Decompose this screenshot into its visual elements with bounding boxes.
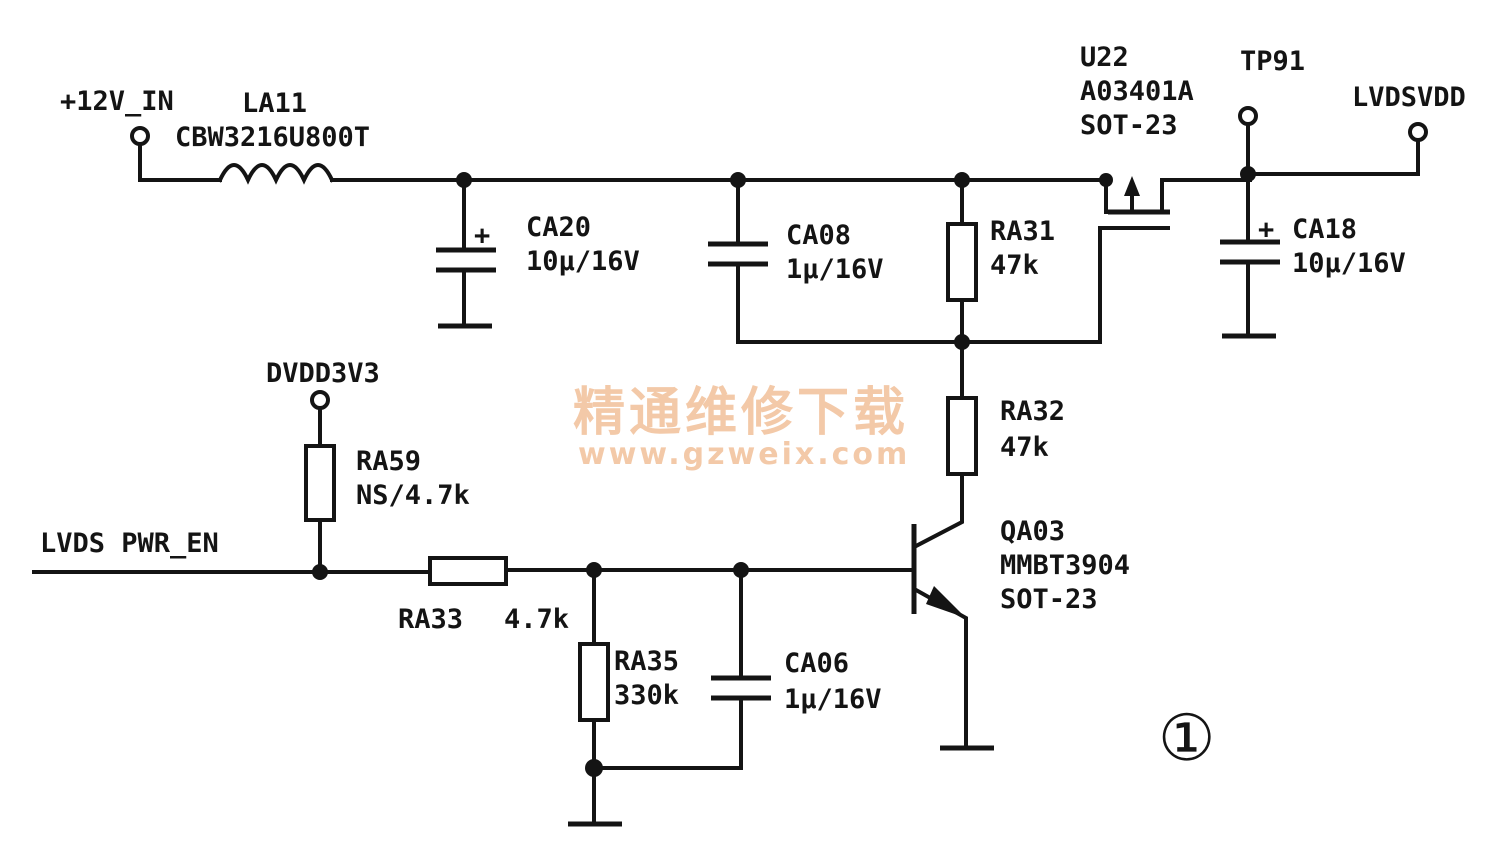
mosfet-u22: U22 A03401A SOT-23 bbox=[1080, 42, 1252, 215]
resistor-ra32: RA32 47k bbox=[913, 396, 1065, 549]
junction bbox=[312, 564, 328, 580]
u22-part: A03401A bbox=[1080, 76, 1194, 107]
terminal-12v-in bbox=[130, 126, 150, 146]
watermark-cn: 精通维修下载 bbox=[573, 382, 909, 443]
capacitor-ca08: CA08 1μ/16V bbox=[708, 178, 1170, 344]
mosfet-source bbox=[1104, 178, 1120, 214]
resistor-ra33: RA33 4.7k bbox=[398, 556, 916, 635]
resistor-body bbox=[946, 396, 978, 476]
ca08-ref: CA08 bbox=[786, 220, 851, 251]
ra32-value: 47k bbox=[1000, 432, 1049, 463]
resistor-body bbox=[946, 222, 978, 302]
figure-number: ① bbox=[1158, 702, 1215, 776]
wire bbox=[592, 696, 743, 770]
mosfet-drain bbox=[1160, 178, 1252, 214]
ra33-value: 4.7k bbox=[504, 604, 569, 635]
ra35-value: 330k bbox=[614, 680, 679, 711]
capacitor-ca06: CA06 1μ/16V bbox=[592, 568, 882, 770]
wire-ra32-collector bbox=[913, 472, 964, 549]
inductor-la11: LA11 CBW3216U800T bbox=[175, 88, 370, 185]
ra31-ref: RA31 bbox=[990, 216, 1055, 247]
qa03-ref: QA03 bbox=[1000, 516, 1065, 547]
net-lvds-pwr-en: LVDS PWR_EN bbox=[32, 528, 432, 580]
u22-ref: U22 bbox=[1080, 42, 1129, 73]
ca20-polarity: + bbox=[474, 220, 490, 251]
ca18-value: 10μ/16V bbox=[1292, 248, 1406, 279]
la11-value: CBW3216U800T bbox=[175, 122, 370, 153]
u22-package: SOT-23 bbox=[1080, 110, 1178, 141]
ca18-polarity: + bbox=[1258, 214, 1274, 245]
ca18-ref: CA18 bbox=[1292, 214, 1357, 245]
inductor-coil bbox=[217, 163, 335, 185]
watermark: 精通维修下载 www.gzweix.com bbox=[573, 382, 910, 472]
resistor-body bbox=[578, 642, 610, 722]
ca20-value: 10μ/16V bbox=[526, 246, 640, 277]
tp91-label: TP91 bbox=[1240, 46, 1305, 77]
terminal-tp91 bbox=[1238, 106, 1258, 126]
dvdd3v3-label: DVDD3V3 bbox=[266, 358, 380, 389]
resistor-ra35: RA35 330k bbox=[568, 568, 679, 827]
ra59-value: NS/4.7k bbox=[356, 480, 470, 511]
wire-12v-in bbox=[138, 142, 222, 182]
ca06-ref: CA06 bbox=[784, 648, 849, 679]
capacitor-ca20: + CA20 10μ/16V bbox=[436, 178, 640, 329]
net-tp91: TP91 bbox=[1238, 46, 1305, 182]
terminal-dvdd3v3 bbox=[310, 390, 330, 410]
ca06-value: 1μ/16V bbox=[784, 684, 882, 715]
net-12v-in: +12V_IN bbox=[60, 86, 222, 182]
ca08-value: 1μ/16V bbox=[786, 254, 884, 285]
ra32-ref: RA32 bbox=[1000, 396, 1065, 427]
capacitor-ca18: + CA18 10μ/16V bbox=[1220, 172, 1406, 339]
transistor-qa03: QA03 MMBT3904 SOT-23 bbox=[911, 516, 1130, 751]
net-lvdsvdd: LVDSVDD bbox=[1246, 82, 1466, 176]
transistor-emitter-arrow bbox=[926, 586, 966, 618]
net-label-12v-in: +12V_IN bbox=[60, 86, 174, 117]
ra59-ref: RA59 bbox=[356, 446, 421, 477]
lvds-pwr-en-label: LVDS PWR_EN bbox=[40, 528, 219, 559]
la11-ref: LA11 bbox=[242, 88, 307, 119]
ra31-value: 47k bbox=[990, 250, 1039, 281]
wire bbox=[1246, 138, 1420, 176]
ca20-ref: CA20 bbox=[526, 212, 591, 243]
terminal-lvdsvdd bbox=[1408, 122, 1428, 142]
ra33-ref: RA33 bbox=[398, 604, 463, 635]
lvdsvdd-label: LVDSVDD bbox=[1352, 82, 1466, 113]
resistor-ra31: RA31 47k bbox=[946, 178, 1055, 400]
wire-ca08-gate bbox=[736, 226, 1170, 344]
watermark-url: www.gzweix.com bbox=[578, 437, 910, 472]
ra35-ref: RA35 bbox=[614, 646, 679, 677]
resistor-ra59: RA59 NS/4.7k bbox=[304, 444, 470, 574]
net-dvdd3v3: DVDD3V3 bbox=[266, 358, 380, 448]
resistor-body bbox=[428, 556, 508, 586]
resistor-body bbox=[304, 444, 336, 522]
qa03-package: SOT-23 bbox=[1000, 584, 1098, 615]
junction bbox=[954, 334, 970, 350]
qa03-part: MMBT3904 bbox=[1000, 550, 1130, 581]
mosfet-arrow bbox=[1124, 176, 1140, 196]
